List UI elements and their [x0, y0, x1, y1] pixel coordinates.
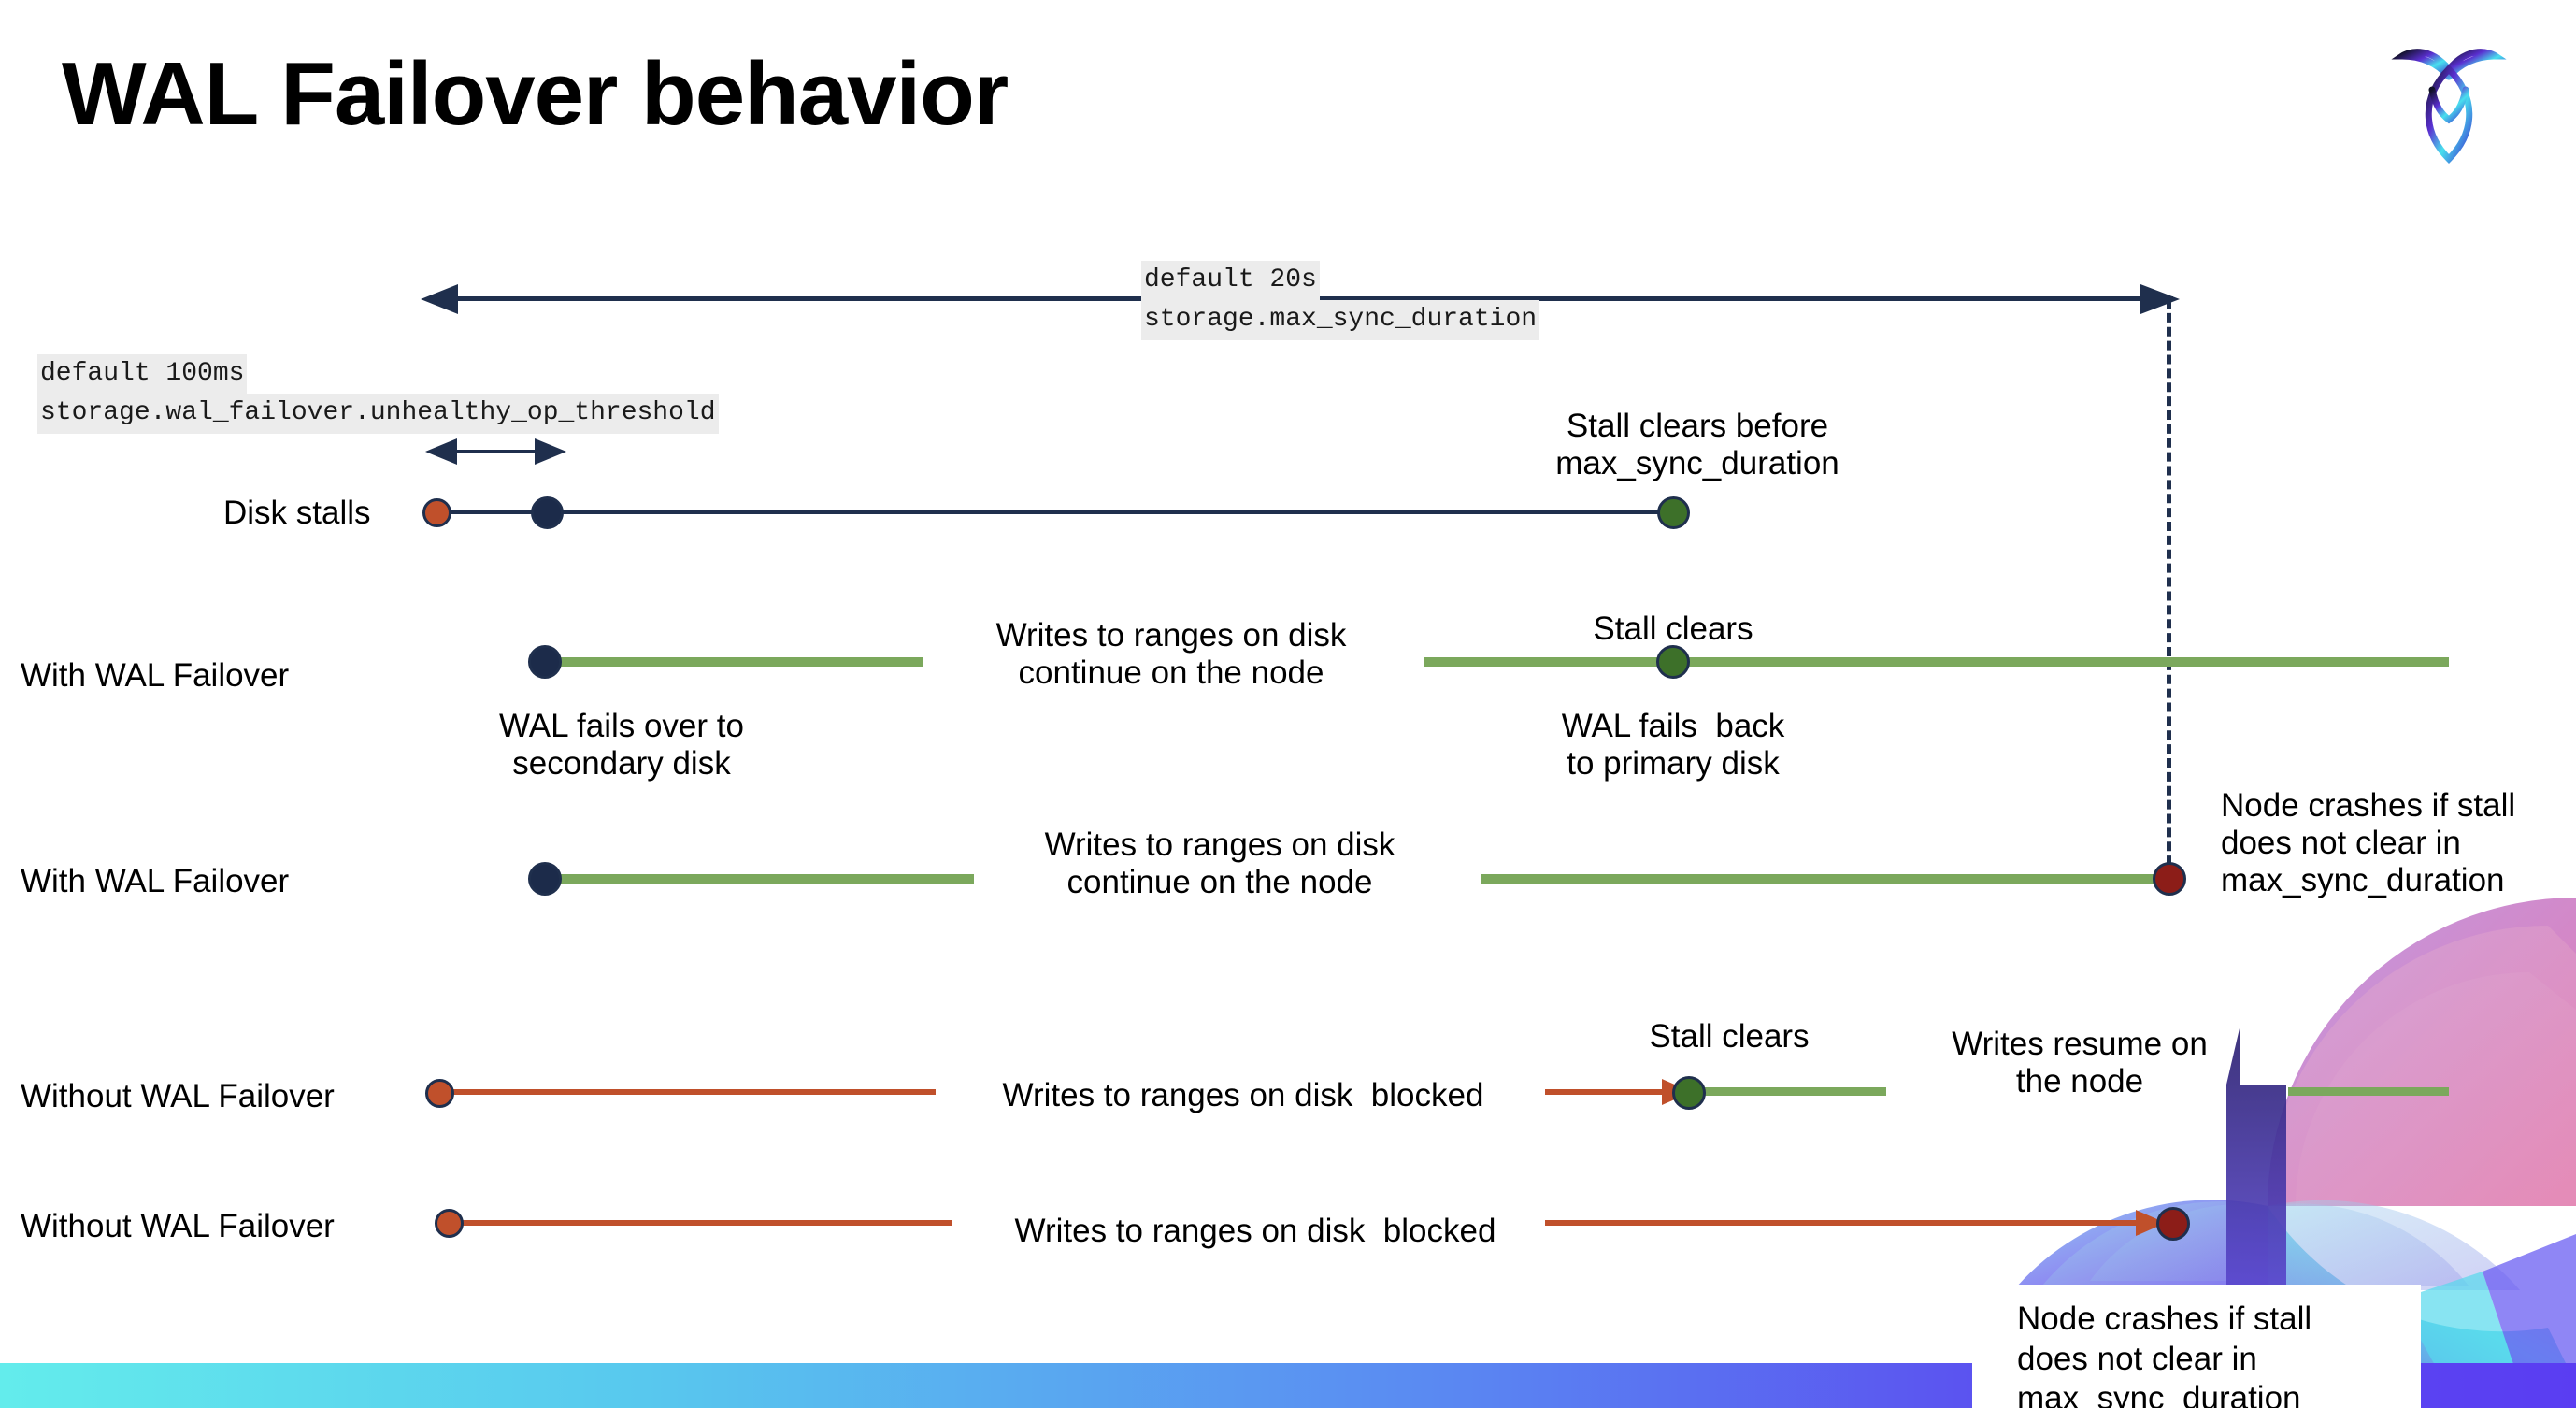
cockroachdb-logo-icon	[2374, 28, 2524, 178]
without-failover-1-blocked-segment-a	[449, 1089, 936, 1095]
unhealthy-op-arrow-line	[441, 450, 551, 453]
without-failover-2-crash-dot	[2156, 1207, 2190, 1241]
annotation-writes-continue-2: Writes to ranges on disk continue on the…	[1044, 826, 1395, 900]
without-failover-2-arrow-head	[2136, 1210, 2166, 1236]
row-label-without-wal-failover-2: Without WAL Failover	[21, 1208, 335, 1244]
annotation-node-crashes-2: Node crashes if stall does not clear in …	[2017, 1300, 2312, 1408]
wal-failover-2-segment-a	[542, 874, 974, 884]
without-failover-2-blocked-segment-b	[1545, 1220, 2148, 1226]
annotation-wal-fails-back: WAL fails back to primary disk	[1561, 708, 1785, 782]
max-sync-arrow-left-head	[421, 284, 458, 314]
max-sync-default-label: default 20s	[1141, 261, 1320, 301]
disk-stall-failover-dot	[531, 496, 564, 529]
disk-stall-clears-dot	[1657, 496, 1690, 529]
max-sync-setting-name: storage.max_sync_duration	[1141, 300, 1540, 340]
annotation-writes-blocked-2: Writes to ranges on disk blocked	[1014, 1213, 1496, 1249]
wal-failover-1-segment-a	[542, 657, 923, 667]
unhealthy-op-arrow-left-head	[425, 438, 457, 465]
row-label-disk-stalls: Disk stalls	[223, 495, 371, 531]
annotation-node-crashes-1: Node crashes if stall does not clear in …	[2221, 787, 2516, 898]
without-failover-2-start-dot	[435, 1209, 464, 1238]
row-label-without-wal-failover-1: Without WAL Failover	[21, 1078, 335, 1114]
disk-stall-start-dot	[422, 498, 451, 527]
node-crash-callout: Node crashes if stall does not clear in …	[1972, 1285, 2421, 1408]
without-failover-1-resume-segment-b	[2288, 1087, 2449, 1096]
without-failover-1-stall-clears-dot	[1672, 1076, 1706, 1110]
annotation-writes-blocked-1: Writes to ranges on disk blocked	[1002, 1077, 1484, 1113]
annotation-wal-fails-over: WAL fails over to secondary disk	[499, 708, 744, 782]
annotation-stall-clears-2: Stall clears	[1649, 1018, 1810, 1055]
max-sync-arrow-right-head	[2140, 284, 2180, 314]
unhealthy-op-arrow-right-head	[535, 438, 566, 465]
unhealthy-op-default-label: default 100ms	[37, 354, 248, 395]
page-title: WAL Failover behavior	[62, 44, 1009, 144]
without-failover-1-blocked-segment-b	[1545, 1089, 1673, 1095]
unhealthy-op-setting-name: storage.wal_failover.unhealthy_op_thresh…	[37, 394, 719, 434]
wal-failover-1-start-dot	[528, 645, 562, 679]
wal-failover-1-stall-clears-dot	[1656, 645, 1690, 679]
without-failover-2-blocked-segment-a	[458, 1220, 952, 1226]
annotation-stall-clears-before-max-sync: Stall clears before max_sync_duration	[1555, 408, 1839, 481]
row-label-with-wal-failover-1: With WAL Failover	[21, 657, 290, 694]
annotation-stall-clears-1: Stall clears	[1593, 611, 1753, 647]
annotation-writes-resume: Writes resume on the node	[1952, 1026, 2208, 1099]
wal-failover-1-segment-b	[1424, 657, 2449, 667]
wal-failover-2-segment-b	[1481, 874, 2170, 884]
row-label-with-wal-failover-2: With WAL Failover	[21, 863, 290, 899]
annotation-writes-continue-1: Writes to ranges on disk continue on the…	[995, 617, 1347, 691]
max-sync-dashed-dropline	[2167, 299, 2171, 879]
without-failover-1-start-dot	[425, 1079, 454, 1108]
wal-failover-2-start-dot	[528, 862, 562, 896]
disk-stalls-timeline	[436, 510, 1682, 514]
wal-failover-2-crash-dot	[2153, 862, 2186, 896]
without-failover-1-resume-segment-a	[1688, 1087, 1886, 1096]
